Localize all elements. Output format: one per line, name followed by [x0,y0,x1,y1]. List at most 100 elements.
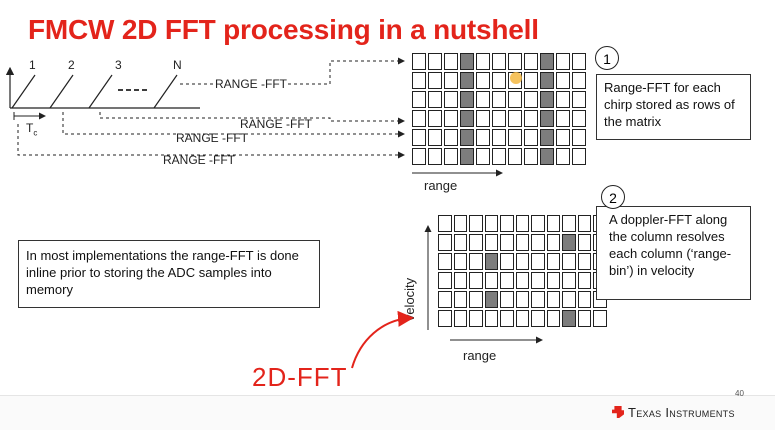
matrix2-cell [546,291,560,308]
matrix2-cell [453,272,467,289]
cursor-marker [510,72,522,84]
matrix2-cell [515,234,529,251]
matrix1-cell [428,91,442,108]
matrix1-cell [476,91,490,108]
matrix1-cell [428,72,442,89]
matrix2-cell [469,215,483,232]
matrix1-cell [476,110,490,127]
matrix2-cell [593,310,607,327]
matrix2-cell [515,310,529,327]
matrix2-cell [577,215,591,232]
matrix1-cell [540,129,554,146]
matrix1-cell [428,110,442,127]
matrix2-cell [562,310,576,327]
matrix1-cell [492,53,506,70]
matrix2-cell [562,234,576,251]
matrix1-cell [460,129,474,146]
matrix2-cell [484,310,498,327]
matrix1-cell [492,110,506,127]
matrix1-cell [572,72,586,89]
matrix1-cell [572,53,586,70]
matrix2-cell [484,291,498,308]
matrix2-cell [484,215,498,232]
matrix1-cell [572,91,586,108]
matrix1-cell [524,53,538,70]
matrix1-cell [412,72,426,89]
step2-description: A doppler-FFT along the column resolves … [596,206,751,300]
matrix2-cell [546,215,560,232]
matrix1-cell [412,129,426,146]
matrix1-cell [556,110,570,127]
matrix2-cell [500,215,514,232]
matrix1-cell [412,148,426,165]
matrix1-cell [508,91,522,108]
step1-description: Range-FFT for each chirp stored as rows … [596,74,751,140]
matrix2-cell [484,253,498,270]
matrix1-cell [444,53,458,70]
annotation-2d-fft: 2D-FFT [252,362,348,392]
matrix2-cell [531,234,545,251]
matrix2-cell [577,310,591,327]
matrix2-cell [531,310,545,327]
matrix2-cell [531,291,545,308]
matrix1-cell [556,148,570,165]
matrix1-range-arrow [412,169,503,177]
matrix1-cell [428,53,442,70]
matrix2-cell [453,291,467,308]
matrix2-cell [469,310,483,327]
matrix1-cell [556,53,570,70]
matrix2-cell [577,234,591,251]
matrix2-cell [562,253,576,270]
step1-number: 1 [595,46,619,70]
matrix1-cell [540,148,554,165]
matrix2-cell [438,234,452,251]
matrix2-cell [562,272,576,289]
matrix2-cell [562,291,576,308]
matrix1-cell [540,72,554,89]
matrix2-cell [515,253,529,270]
matrix1-cell [460,110,474,127]
matrix2-cell [546,253,560,270]
range-fft-label-4: RANGE -FFT [163,153,235,167]
matrix2-cell [546,310,560,327]
matrix2-cell [546,234,560,251]
matrix2-cell [500,310,514,327]
brand-logo: Texas Instruments [612,405,735,420]
matrix2-cell [453,310,467,327]
matrix1-cell [572,148,586,165]
matrix1-cell [524,129,538,146]
tc-label: Tc [26,121,38,138]
matrix2-cell [515,215,529,232]
matrix1-cell [444,72,458,89]
matrix2-cell [500,234,514,251]
matrix1-cell [476,129,490,146]
matrix2-x-label: range [463,348,497,363]
matrix2-cell [438,272,452,289]
matrix1-cell [460,53,474,70]
page-number: 40 [735,389,744,398]
matrix1-cell [428,148,442,165]
matrix1-cell [492,148,506,165]
matrix1-cell [508,148,522,165]
matrix1-cell [572,129,586,146]
matrix2-cell [453,234,467,251]
matrix2-cell [438,310,452,327]
matrix2-cell [562,215,576,232]
matrix1-cell [540,110,554,127]
matrix1-cell [556,72,570,89]
matrix1-cell [524,148,538,165]
footer-bar [0,395,775,430]
matrix1-cell [444,148,458,165]
matrix1-cell [412,53,426,70]
matrix2-axes [424,225,543,344]
matrix1-cell [572,110,586,127]
matrix1-cell [412,110,426,127]
matrix1-cell [444,110,458,127]
matrix1-cell [492,129,506,146]
matrix1-x-label: range [424,178,458,193]
matrix2-cell [453,253,467,270]
step2-number: 2 [601,185,625,209]
matrix1-cell [476,72,490,89]
matrix2-cell [438,291,452,308]
matrix1-cell [524,91,538,108]
